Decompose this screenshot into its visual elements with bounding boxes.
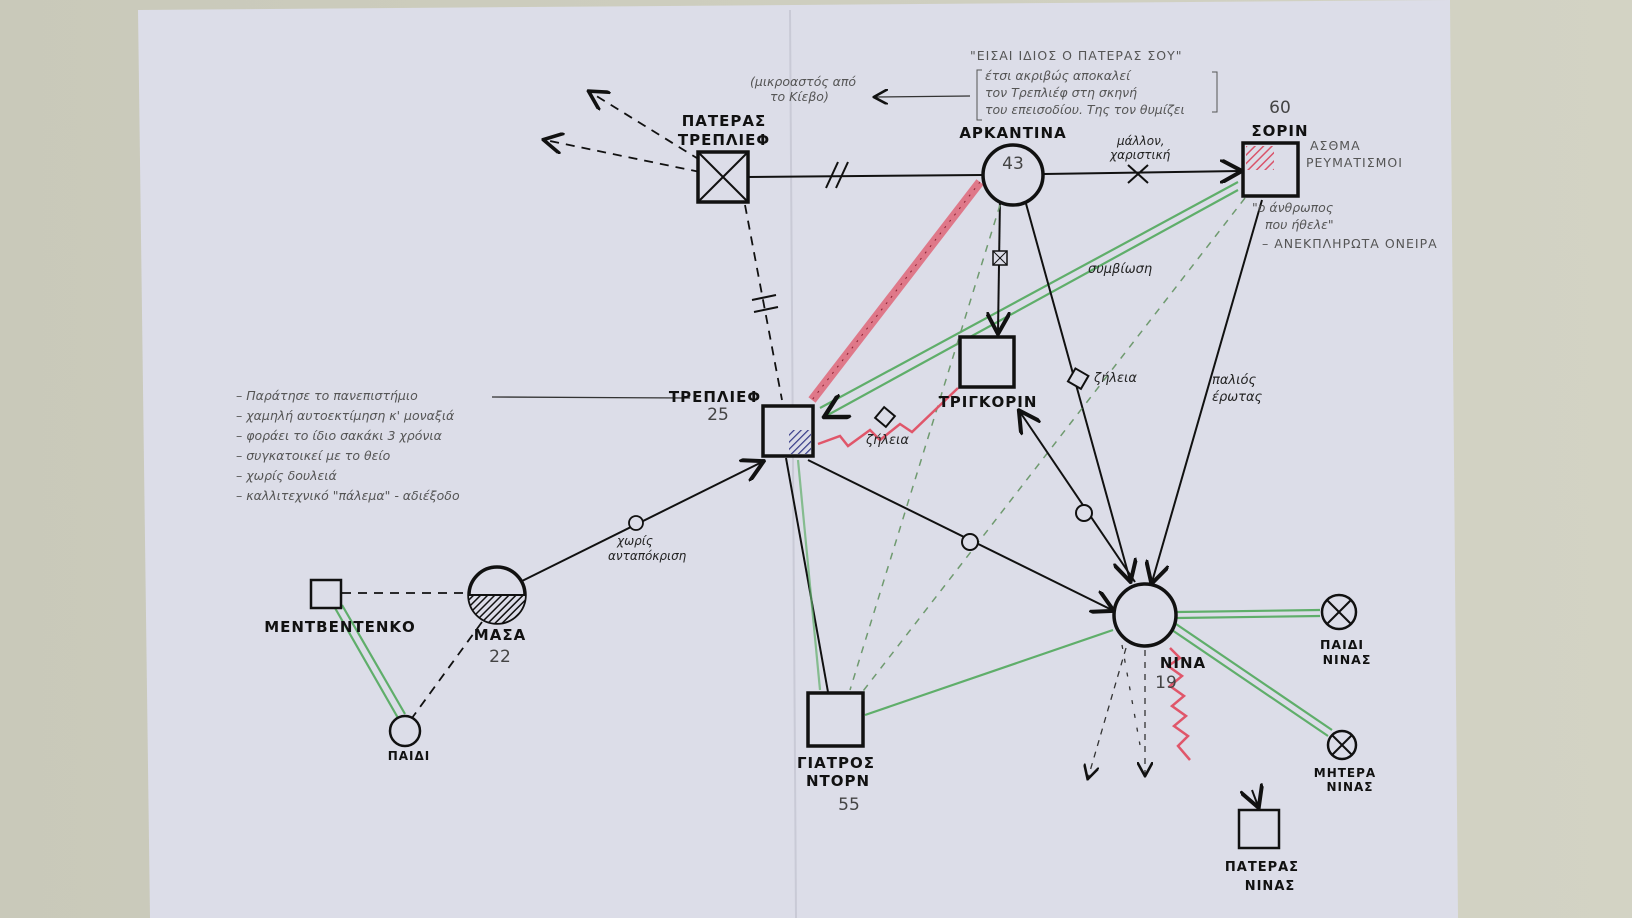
svg-text:ζήλεια: ζήλεια	[1093, 371, 1137, 386]
svg-text:έτσι ακριβώς αποκαλεί: έτσι ακριβώς αποκαλεί	[985, 68, 1132, 83]
svg-text:ΜΕΝΤΒΕΝΤΕΝΚΟ: ΜΕΝΤΒΕΝΤΕΝΚΟ	[264, 618, 416, 636]
svg-text:ΠΑΤΕΡΑΣ: ΠΑΤΕΡΑΣ	[1225, 860, 1299, 875]
masha-node: ΜΑΣΑ 22	[467, 565, 527, 667]
treplev-node: ΤΡΕΠΛΙΕΦ 25	[669, 388, 815, 458]
svg-text:43: 43	[1002, 154, 1024, 174]
treplev-father-label: ΠΑΤΕΡΑΣ	[682, 112, 767, 130]
svg-text:ανταπόκριση: ανταπόκριση	[608, 549, 687, 563]
relation-labels: μάλλον, χαριστική συμβίωση ζήλεια ζήλεια…	[608, 134, 1263, 563]
svg-text:25: 25	[707, 405, 729, 425]
divorce-line	[747, 174, 983, 178]
svg-text:– συγκατοικεί με το θείο: – συγκατοικεί με το θείο	[236, 448, 391, 463]
svg-text:– χαμηλή αυτοεκτίμηση κ' μοναξ: – χαμηλή αυτοεκτίμηση κ' μοναξιά	[236, 408, 455, 423]
sorin-node: 60 ΣΟΡΙΝ ΑΣΘΜΑ ΡΕΥΜΑΤΙΣΜΟΙ	[1241, 98, 1403, 198]
svg-text:ΑΣΘΜΑ: ΑΣΘΜΑ	[1310, 138, 1361, 153]
svg-text:τον Τρεπλιέφ στη σκηνή: τον Τρεπλιέφ στη σκηνή	[985, 85, 1137, 100]
svg-text:ΜΑΣΑ: ΜΑΣΑ	[474, 626, 526, 644]
nina-child-node: ΠΑΙΔΙ ΝΙΝΑΣ	[1320, 593, 1372, 667]
trigorin-node: ΤΡΙΓΚΟΡΙΝ	[939, 335, 1038, 411]
svg-text:– ΑΝΕΚΠΛΗΡΩΤΑ ΟΝΕΙΡΑ: – ΑΝΕΚΠΛΗΡΩΤΑ ΟΝΕΙΡΑ	[1262, 236, 1438, 251]
svg-text:ΝΙΝΑΣ: ΝΙΝΑΣ	[1326, 780, 1373, 794]
svg-text:του επεισοδίου. Της τον θυμίζε: του επεισοδίου. Της τον θυμίζει	[985, 102, 1185, 117]
svg-text:55: 55	[838, 795, 860, 815]
svg-text:έρωτας: έρωτας	[1212, 390, 1263, 405]
svg-text:ΝΤΟΡΝ: ΝΤΟΡΝ	[806, 772, 870, 790]
arkadina-sorin-line	[1043, 171, 1240, 174]
svg-text:ΤΡΕΠΛΙΕΦ: ΤΡΕΠΛΙΕΦ	[669, 388, 761, 406]
svg-text:ΝΙΝΑ: ΝΙΝΑ	[1160, 654, 1206, 672]
father-origin-arrow-1	[590, 92, 701, 161]
nina-node: ΝΙΝΑ 19	[1112, 582, 1206, 693]
svg-text:ΝΙΝΑΣ: ΝΙΝΑΣ	[1323, 652, 1372, 667]
paper-fold	[789, 9, 797, 918]
dorn-nina-line	[864, 628, 1114, 717]
svg-text:19: 19	[1155, 673, 1177, 693]
svg-text:ΓΙΑΤΡΟΣ: ΓΙΑΤΡΟΣ	[797, 754, 875, 772]
jealousy-zigzag	[817, 387, 959, 448]
svg-text:χαριστική: χαριστική	[1109, 148, 1171, 162]
father-origin-arrow-2	[545, 140, 701, 173]
svg-text:"ο άνθρωπος: "ο άνθρωπος	[1252, 200, 1333, 215]
svg-text:μάλλον,: μάλλον,	[1116, 134, 1165, 148]
svg-text:παλιός: παλιός	[1212, 373, 1256, 388]
svg-text:22: 22	[489, 647, 511, 667]
svg-text:ΝΙΝΑΣ: ΝΙΝΑΣ	[1245, 879, 1296, 894]
svg-text:ΡΕΥΜΑΤΙΣΜΟΙ: ΡΕΥΜΑΤΙΣΜΟΙ	[1306, 155, 1403, 170]
svg-text:– χωρίς δουλειά: – χωρίς δουλειά	[236, 468, 337, 483]
paper-sheet	[138, 0, 1458, 918]
dorn-node: ΓΙΑΤΡΟΣ ΝΤΟΡΝ 55	[797, 691, 875, 815]
child-node: ΠΑΙΔΙ	[388, 714, 431, 763]
annotations: "ΕΙΣΑΙ ΙΔΙΟΣ Ο ΠΑΤΕΡΑΣ ΣΟΥ" έτσι ακριβώς…	[236, 48, 1438, 503]
nina-father-node: ΠΑΤΕΡΑΣ ΝΙΝΑΣ	[1225, 808, 1299, 894]
svg-text:– Παράτησε το πανεπιστήμιο: – Παράτησε το πανεπιστήμιο	[236, 388, 418, 403]
svg-text:συμβίωση: συμβίωση	[1088, 262, 1152, 277]
cohabitation-line-2	[826, 189, 1239, 416]
relationship-lines	[334, 92, 1333, 806]
svg-text:το Κίεβο): το Κίεβο)	[770, 89, 829, 104]
svg-text:ΑΡΚΑΝΤΙΝΑ: ΑΡΚΑΝΤΙΝΑ	[959, 124, 1066, 142]
svg-text:– φοράει το ίδιο σακάκι 3 χρόν: – φοράει το ίδιο σακάκι 3 χρόνια	[236, 428, 443, 443]
old-love-line	[1152, 199, 1263, 582]
svg-text:ΜΗΤΕΡΑ: ΜΗΤΕΡΑ	[1314, 766, 1376, 780]
svg-text:– καλλιτεχνικό "πάλεμα" - αδιέ: – καλλιτεχνικό "πάλεμα" - αδιέξοδο	[236, 488, 460, 503]
svg-text:(μικροαστός από: (μικροαστός από	[750, 74, 856, 89]
svg-text:ΤΡΕΠΛΙΕΦ: ΤΡΕΠΛΙΕΦ	[678, 131, 770, 149]
svg-text:ΣΟΡΙΝ: ΣΟΡΙΝ	[1251, 122, 1308, 140]
quote-title: "ΕΙΣΑΙ ΙΔΙΟΣ Ο ΠΑΤΕΡΑΣ ΣΟΥ"	[970, 48, 1182, 63]
cohabitation-line-1	[819, 181, 1239, 409]
svg-text:που ήθελε": που ήθελε"	[1265, 217, 1334, 232]
svg-text:ΠΑΙΔΙ: ΠΑΙΔΙ	[388, 749, 431, 763]
svg-text:60: 60	[1269, 98, 1291, 118]
treplev-dorn-line	[785, 457, 829, 693]
medvedenko-node: ΜΕΝΤΒΕΝΤΕΝΚΟ	[264, 578, 416, 636]
arkadina-node: 43 ΑΡΚΑΝΤΙΝΑ	[959, 124, 1066, 207]
svg-text:ΤΡΙΓΚΟΡΙΝ: ΤΡΙΓΚΟΡΙΝ	[939, 393, 1038, 411]
svg-text:ΠΑΙΔΙ: ΠΑΙΔΙ	[1320, 637, 1364, 652]
treplev-father-node: ΠΑΤΕΡΑΣ ΤΡΕΠΛΙΕΦ	[678, 112, 770, 204]
father-son-cutoff	[744, 204, 783, 401]
svg-text:χωρίς: χωρίς	[616, 534, 653, 548]
svg-text:ζήλεια: ζήλεια	[865, 433, 909, 448]
nina-mother-node: ΜΗΤΕΡΑ ΝΙΝΑΣ	[1314, 729, 1376, 794]
